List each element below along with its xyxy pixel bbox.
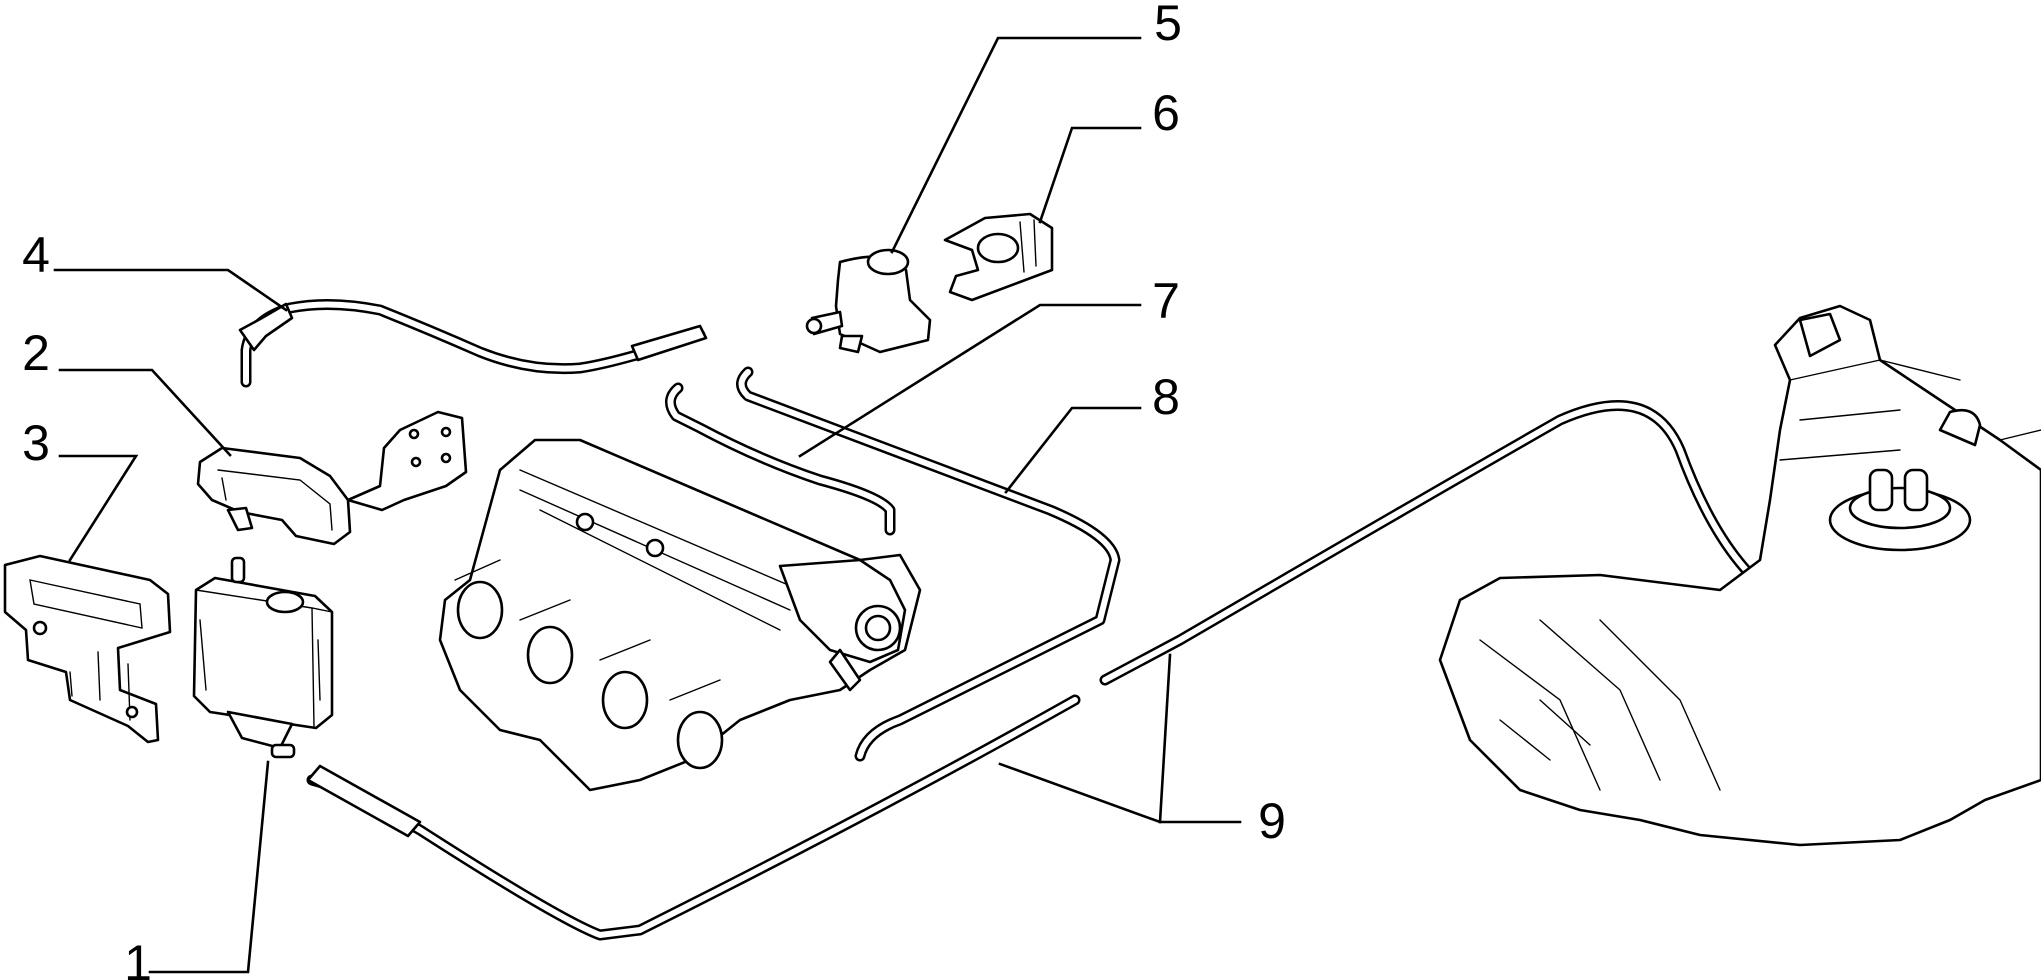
intake-manifold [438,438,922,792]
callout-9: 9 [1258,793,1286,849]
callout-1: 1 [124,935,152,980]
leader-9a [998,762,1242,824]
hose-part-7 [665,382,896,536]
leader-3 [58,454,139,562]
leader-lines [53,36,1242,974]
bracket-part-3 [3,554,172,744]
callout-3: 3 [22,415,50,471]
leader-4 [53,268,288,312]
callout-8: 8 [1152,369,1180,425]
canister-part-1 [192,556,334,759]
leader-1 [148,760,270,974]
callout-6: 6 [1152,85,1180,141]
callout-4: 4 [22,227,50,283]
valve-part-5 [805,248,932,354]
pipe-part-8 [736,366,1121,762]
callout-7: 7 [1152,273,1180,329]
leader-8 [1004,406,1142,494]
leader-2 [58,368,232,457]
leader-9b [1158,653,1172,824]
leader-7 [798,303,1142,458]
bracket-part-2 [196,410,468,546]
leader-6 [1038,126,1142,224]
callout-2: 2 [22,325,50,381]
clip-part-6 [943,212,1054,302]
fuel-tank [1438,304,2041,847]
leader-5 [890,36,1142,254]
callout-labels: 1 2 3 4 5 6 7 8 9 [22,0,1286,980]
hose-part-4 [238,298,708,388]
callout-5: 5 [1154,0,1182,51]
